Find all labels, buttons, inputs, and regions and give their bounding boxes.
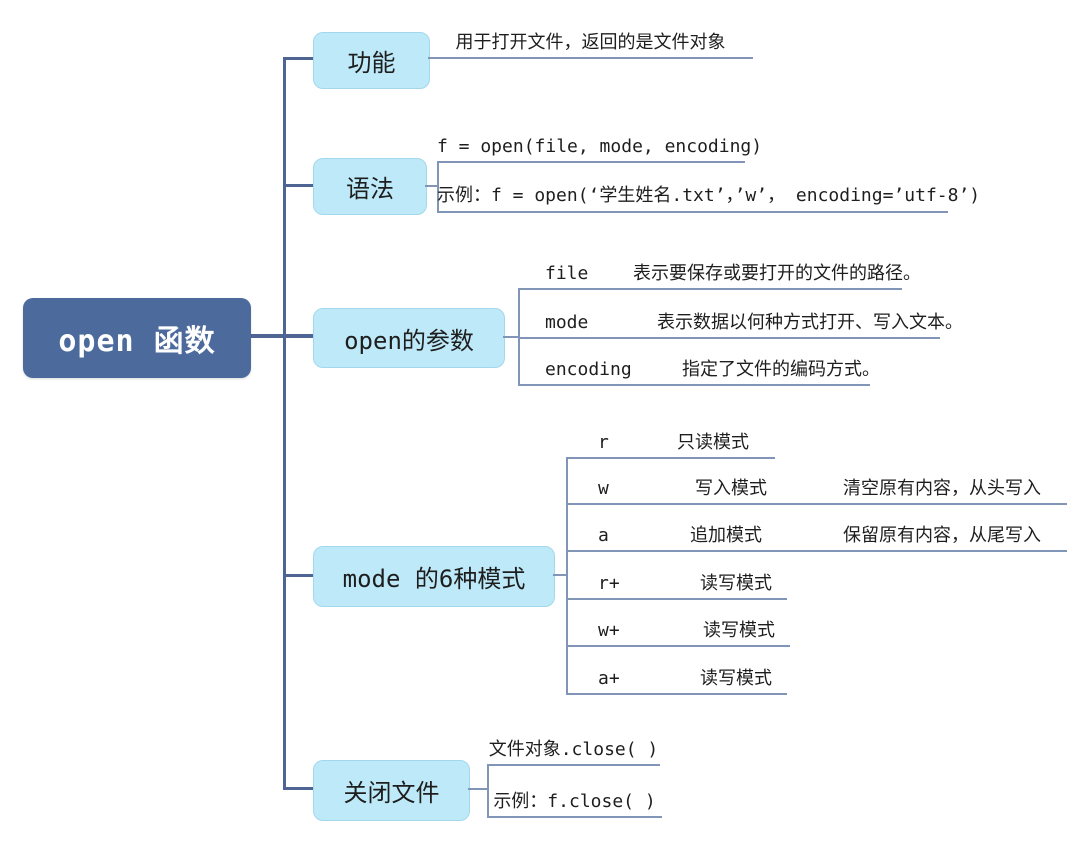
leaf-line-mode-wplus [566,645,790,647]
leaf-line-mode-r [566,457,775,459]
leaf-line-mode-aplus [566,693,787,695]
close-bracket-stub [468,788,487,790]
branch-stub-close [283,787,315,790]
leaf-line-param-file [518,288,902,290]
leaf-line-close-example [487,816,662,818]
leaf-close-syntax[interactable]: 文件对象.close( ) [488,739,659,760]
mode-a-note: 保留原有内容，从尾写入 [843,525,1041,546]
syntax-bracket-stub [425,185,437,187]
param-mode-desc: 表示数据以何种方式打开、写入文本。 [657,312,963,333]
leaf-syntax-signature[interactable]: f = open(file, mode, encoding) [437,136,763,157]
branch-node-syntax-label: 语法 [346,175,394,203]
leaf-line-close-syntax [487,764,660,766]
mode-rplus-term[interactable]: r+ [598,573,620,594]
syntax-bracket-vertical [437,161,439,213]
param-encoding-term[interactable]: encoding [545,359,632,380]
modes-bracket-stub [553,574,566,576]
branch-node-parameters[interactable]: open的参数 [313,308,505,368]
branch-node-modes[interactable]: mode 的6种模式 [313,546,555,607]
branch-node-parameters-label: open的参数 [344,326,474,355]
branch-node-function[interactable]: 功能 [313,32,430,89]
mode-aplus-term[interactable]: a+ [598,668,620,689]
leaf-line-function-desc [428,57,753,59]
branch-node-close-file[interactable]: 关闭文件 [313,760,470,821]
leaf-function-desc[interactable]: 用于打开文件，返回的是文件对象 [455,32,726,53]
mode-w-note: 清空原有内容，从头写入 [843,478,1041,499]
branch-stub-yufa [283,184,315,187]
param-file-term[interactable]: file [545,263,589,284]
leaf-line-syntax-example [437,211,948,213]
root-node-open-function[interactable]: open 函数 [23,298,251,378]
leaf-close-example[interactable]: 示例：f.close( ) [493,791,656,812]
param-file-desc: 表示要保存或要打开的文件的路径。 [633,263,921,284]
leaf-line-syntax-signature [437,161,745,163]
mode-rplus-desc: 读写模式 [700,573,772,594]
modes-bracket-vertical [566,457,568,695]
leaf-line-mode-rplus [566,598,787,600]
branch-stub-gongneng [283,57,315,60]
leaf-line-mode-w [566,503,1067,505]
mode-aplus-desc: 读写模式 [700,668,772,689]
branch-node-close-file-label: 关闭文件 [343,779,440,807]
param-mode-term[interactable]: mode [545,312,589,333]
branch-node-modes-label: mode 的6种模式 [342,565,526,593]
mode-a-desc: 追加模式 [690,525,762,546]
leaf-line-mode-a [566,550,1067,552]
parameters-bracket-stub [503,336,518,338]
close-bracket-vertical [487,764,489,818]
mode-r-desc: 只读模式 [677,432,749,453]
branch-node-syntax[interactable]: 语法 [313,158,427,215]
mode-r-term[interactable]: r [598,432,609,453]
mode-wplus-term[interactable]: w+ [598,620,620,641]
param-encoding-desc: 指定了文件的编码方式。 [682,359,880,380]
trunk-vertical-line [283,57,286,790]
mode-w-desc: 写入模式 [695,478,767,499]
mode-a-term[interactable]: a [598,525,609,546]
leaf-line-param-encoding [518,384,870,386]
mode-w-term[interactable]: w [598,478,609,499]
branch-node-function-label: 功能 [347,49,396,77]
leaf-line-param-mode [518,337,940,339]
root-node-label: open 函数 [58,324,216,359]
leaf-syntax-example[interactable]: 示例：f = open(‘学生姓名.txt’，’w’， encoding=’ut… [437,185,981,206]
branch-stub-mode [283,574,315,577]
mode-wplus-desc: 读写模式 [703,620,775,641]
